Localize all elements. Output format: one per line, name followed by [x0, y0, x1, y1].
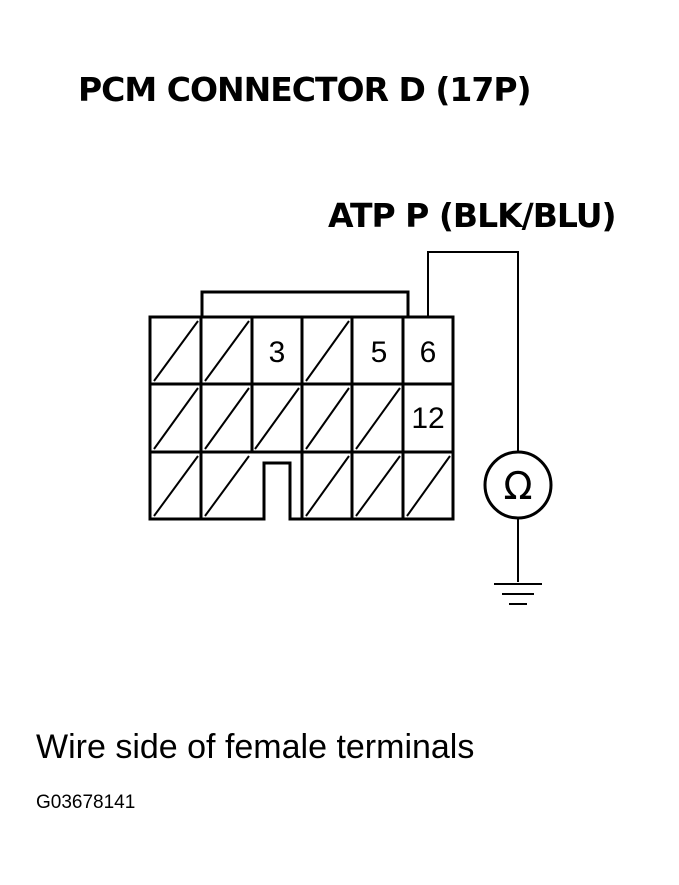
unused-cavity-slash [204, 320, 250, 382]
terminal-5-label: 5 [371, 336, 388, 369]
terminal-3-label: 3 [269, 336, 286, 369]
diagram-title: PCM CONNECTOR D (17P) [78, 70, 532, 109]
unused-cavity-slash [305, 455, 350, 517]
figure-caption: Wire side of female terminals [36, 728, 475, 766]
unused-cavity-slash [204, 455, 250, 517]
unused-cavity-slash [153, 320, 199, 382]
connector-lock-tab [200, 290, 410, 317]
ground-icon [494, 583, 542, 605]
probe-wire [427, 251, 519, 452]
terminal-12-label: 12 [411, 402, 444, 435]
unused-cavity-slash [254, 387, 300, 450]
terminal-6-label: 6 [420, 336, 437, 369]
unused-cavity-slash [153, 387, 199, 450]
unused-cavity-slash [355, 455, 401, 517]
unused-cavity-slash [153, 455, 199, 517]
unused-cavity-slash [305, 320, 350, 382]
unused-cavity-slash [305, 387, 350, 450]
figure-code: G03678141 [36, 792, 136, 813]
unused-cavity-slash [406, 455, 451, 517]
unused-cavity-slash [204, 387, 250, 450]
unused-cavity-slash [355, 387, 401, 450]
ohm-icon: Ω [503, 464, 532, 508]
wire-label: ATP P (BLK/BLU) [328, 196, 617, 235]
